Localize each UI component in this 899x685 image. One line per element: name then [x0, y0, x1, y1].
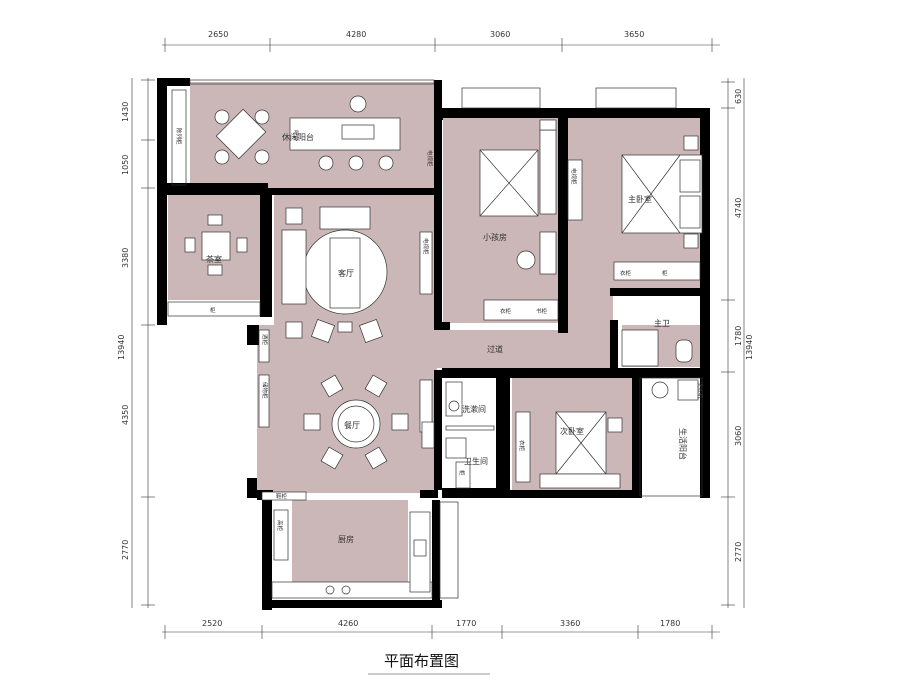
- fixture-books-cabinet: 书柜: [536, 307, 548, 315]
- dim-bottom-2: 4260: [338, 619, 358, 628]
- dim-top-1: 2650: [208, 30, 228, 39]
- dim-top-2: 4280: [346, 30, 366, 39]
- furniture: [167, 95, 703, 599]
- room-dining-room: 餐厅: [344, 421, 360, 430]
- room-living-room: 客厅: [338, 268, 354, 278]
- dim-right-1: 630: [734, 89, 743, 104]
- room-leisure-balcony: 休闲阳台: [282, 132, 314, 142]
- dim-right-4: 3060: [734, 426, 743, 446]
- room-second-bedroom: 次卧室: [560, 426, 584, 436]
- fixture-wardrobe-small: 衣柜: [500, 307, 512, 315]
- dim-right-2: 4740: [734, 198, 743, 218]
- room-bathroom: 卫生间: [464, 456, 488, 466]
- room-tea-room: 茶室: [206, 254, 222, 264]
- dim-left-3: 3380: [121, 248, 130, 268]
- room-corridor: 过道: [487, 344, 503, 354]
- room-master-bedroom: 主卧室: [628, 194, 652, 204]
- dimension-top: 2650 4280 3060 3650: [162, 30, 720, 52]
- windows: [171, 79, 703, 599]
- dim-left-5: 2770: [121, 540, 130, 560]
- fixture-storage-cabinet: 储物柜: [261, 382, 269, 399]
- dim-bottom-5: 1780: [660, 619, 680, 628]
- dim-bottom-1: 2520: [202, 619, 222, 628]
- dim-bottom-4: 3360: [560, 619, 580, 628]
- fixture-tall-cabinet: 高柜: [276, 520, 284, 532]
- fixture-tv-cabinet-master: 电视柜: [570, 168, 578, 185]
- room-small-bedroom: 小孩房: [483, 232, 507, 242]
- room-utility-balcony: 生活阳台: [678, 428, 688, 460]
- dim-left-2: 1050: [121, 155, 130, 175]
- room-kitchen: 厨房: [338, 534, 354, 544]
- fixture-shoe-cabinet: 鞋柜: [276, 492, 288, 500]
- dim-right-5: 2770: [734, 542, 743, 562]
- fixture-labels: 吧台 陈列柜 电视柜 电视柜 电视柜 柜 衣柜 书柜 衣柜 柜 酒柜 储物柜 鞋…: [175, 128, 704, 532]
- fixture-wardrobe-master: 衣柜: [620, 269, 632, 277]
- fixture-wine-cabinet: 酒柜: [261, 334, 269, 346]
- fixture-bar: 吧台: [292, 130, 300, 142]
- room-labels: 休闲阳台 茶室 客厅 餐厅 厨房 小孩房 主卧室 主卫 过道 洗漱间 卫生间 次…: [206, 132, 688, 544]
- dimension-right: 630 4740 1780 3060 2770 13940: [721, 78, 754, 608]
- dim-left-total: 13940: [117, 335, 126, 360]
- fixture-wardrobe-second: 衣柜: [518, 440, 526, 452]
- fixture-cabinet-tea: 柜: [210, 306, 216, 314]
- dim-left-1: 1430: [121, 102, 130, 122]
- dim-right-3: 1780: [734, 326, 743, 346]
- dim-right-total: 13940: [745, 335, 754, 360]
- fixture-tv-cabinet-living: 电视柜: [422, 238, 430, 255]
- fixture-display-cabinet: 陈列柜: [175, 128, 183, 145]
- dim-top-4: 3650: [624, 30, 644, 39]
- room-wash-room: 洗漱间: [462, 404, 486, 414]
- room-master-bath: 主卫: [654, 318, 670, 328]
- dimension-left: 1430 1050 3380 4350 2770 13940: [117, 78, 155, 608]
- fixture-cabinet-bath: 柜: [458, 470, 466, 476]
- fixture-washing-machine: 洗衣机: [696, 382, 704, 399]
- dim-bottom-3: 1770: [456, 619, 476, 628]
- dim-top-3: 3060: [490, 30, 510, 39]
- walls: [157, 78, 710, 610]
- fixture-tv-cabinet-small: 电视柜: [426, 150, 434, 167]
- dimension-bottom: 2520 4260 1770 3360 1780: [162, 619, 720, 639]
- dim-left-4: 4350: [121, 405, 130, 425]
- page-title: 平面布置图: [384, 652, 459, 670]
- fixture-cabinet-master: 柜: [662, 269, 668, 277]
